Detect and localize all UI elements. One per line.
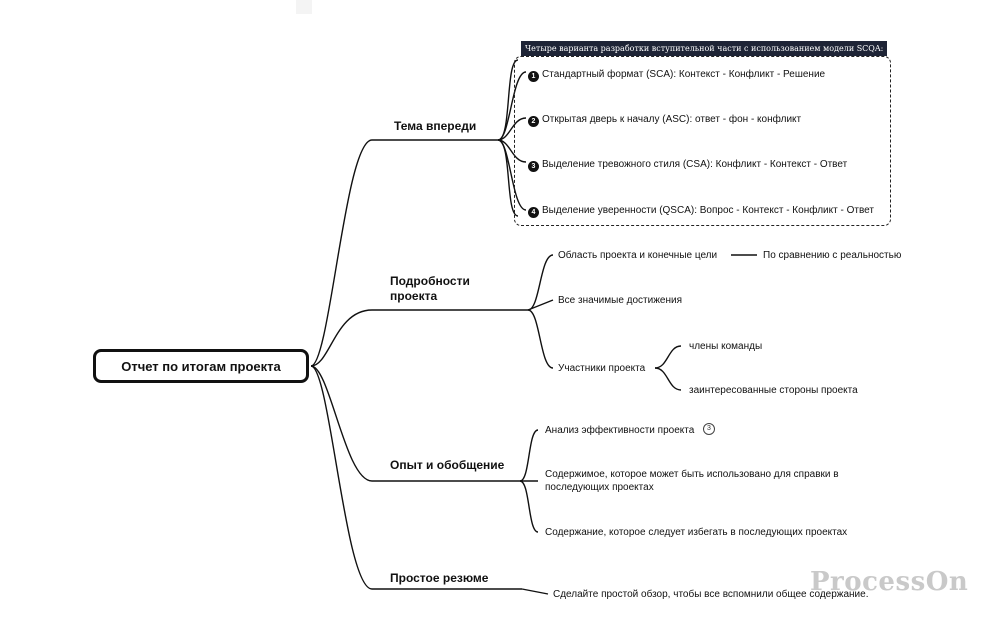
node-avoid-content[interactable]: Содержание, которое следует избегать в п…	[545, 527, 848, 538]
connector-b3-c1	[519, 429, 539, 482]
node-participants[interactable]: Участники проекта	[558, 363, 646, 374]
connector-b4-c1	[521, 588, 549, 595]
top-decoration	[296, 0, 312, 14]
branch-simple-summary[interactable]: Простое резюме	[390, 571, 489, 585]
number-3-icon: 3	[528, 161, 539, 172]
connector-b2-c3	[527, 309, 554, 369]
processon-watermark: ProcessOn	[810, 567, 969, 597]
connector-b3-c3	[519, 480, 539, 533]
connector-root-branch2	[310, 309, 528, 367]
node-team-members[interactable]: члены команды	[689, 341, 763, 352]
connector-branch1-item2	[497, 117, 527, 141]
connector-branch1-item4	[497, 139, 527, 211]
node-vs-reality[interactable]: По сравнению с реальностью	[763, 250, 902, 261]
connector-root-branch3	[310, 365, 520, 482]
number-2-icon: 2	[528, 116, 539, 127]
connector-root-branch1	[310, 139, 498, 367]
number-1-icon: 1	[528, 71, 539, 82]
branch-experience-summary[interactable]: Опыт и обобщение	[390, 458, 505, 472]
connector-b2-c3-child1	[654, 345, 682, 369]
node-achievements[interactable]: Все значимые достижения	[558, 295, 682, 306]
number-4-icon: 4	[528, 207, 539, 218]
root-node[interactable]: Отчет по итогам проекта	[93, 349, 309, 383]
node-scope-goals[interactable]: Область проекта и конечные цели	[558, 250, 718, 261]
node-stakeholders[interactable]: заинтересованные стороны проекта	[689, 385, 858, 396]
node-efficiency-analysis[interactable]: Анализ эффективности проекта	[545, 425, 695, 436]
connector-root-branch4	[310, 365, 522, 590]
node-simple-overview[interactable]: Сделайте простой обзор, чтобы все вспомн…	[553, 589, 869, 600]
connector-branch1-item1	[497, 71, 527, 141]
count-badge[interactable]: 3	[703, 423, 715, 435]
node-reference-content[interactable]: Содержимое, которое может быть использов…	[545, 469, 839, 493]
connector-b2-c2	[527, 299, 554, 311]
connector-b2-c3-child2	[654, 367, 682, 391]
branch-topic-ahead[interactable]: Тема впереди	[394, 119, 477, 133]
callout-title: Четыре варианта разработки вступительной…	[521, 41, 888, 56]
callout-box	[514, 56, 891, 226]
branch-project-details[interactable]: Подробности проекта	[390, 274, 470, 303]
